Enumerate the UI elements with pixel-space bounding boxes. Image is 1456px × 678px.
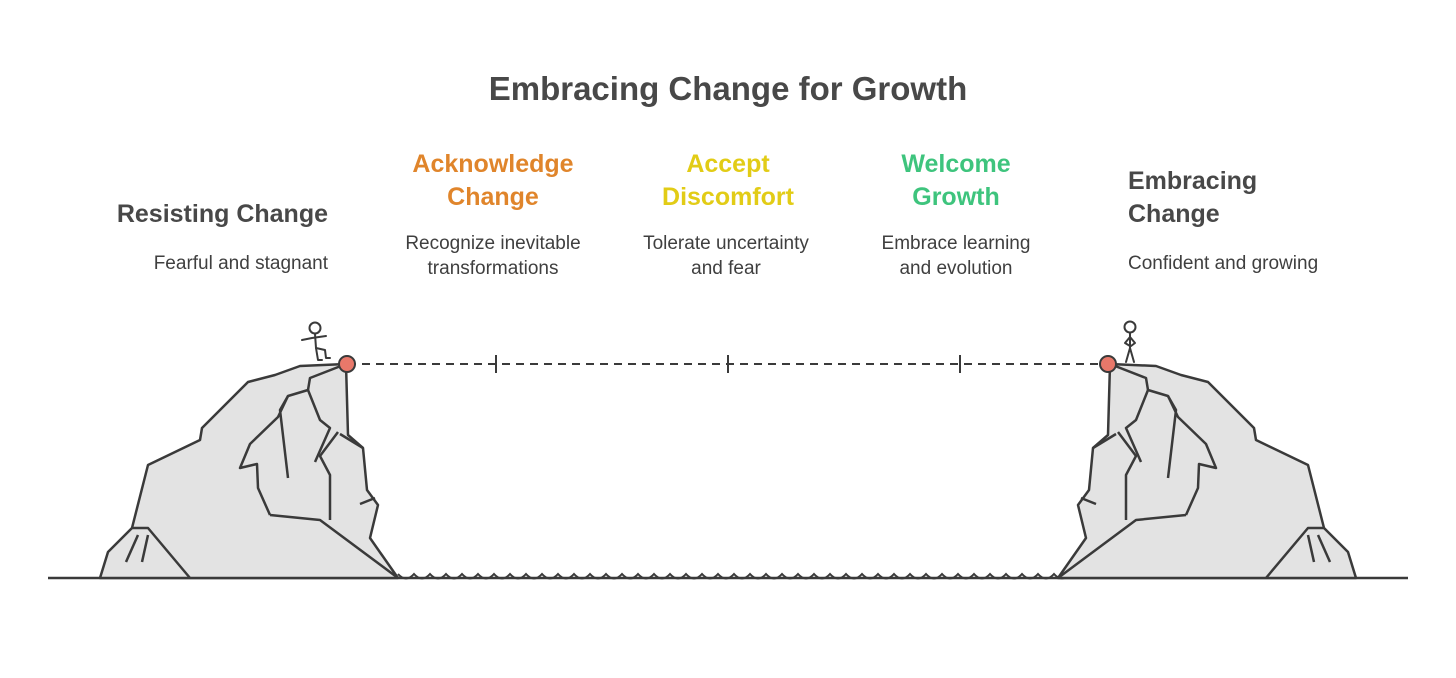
person-stepping-icon (302, 323, 330, 361)
person-standing-icon (1125, 322, 1136, 363)
right-cliff (1058, 364, 1356, 578)
right-anchor-dot (1100, 356, 1116, 372)
left-cliff (100, 364, 398, 578)
left-anchor-dot (339, 356, 355, 372)
